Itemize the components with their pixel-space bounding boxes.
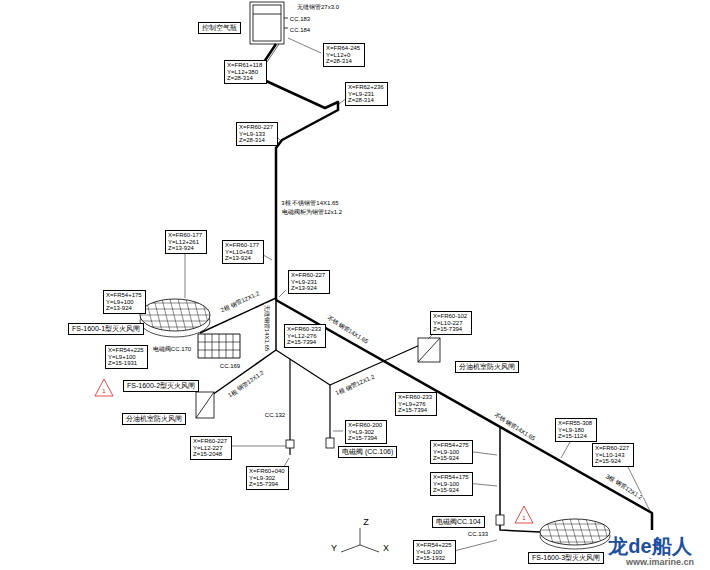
coordinate-callout: X=FR54+225 Y=L9+100 Z=15-1931	[105, 345, 148, 369]
coordinate-callout: X=FR60-200 Y=L9-302 Z=15-7394	[345, 420, 387, 444]
valve-tag: 电磁阀CC.170	[152, 346, 192, 352]
coordinate-callout: X=FR60-227 Y=L12-227 Z=15-2048	[190, 436, 232, 460]
fire-damper	[198, 334, 240, 358]
revision-triangle	[95, 379, 533, 523]
pipe-spec: 2根 钢管12X1.2	[219, 290, 262, 314]
pipe-run	[200, 44, 652, 532]
pipe-spec: 无缝钢管27x3.0	[296, 4, 340, 10]
equipment-label: 电磁阀CC.104	[432, 516, 485, 528]
coordinate-text: X=FR60-200 Y=L9-302 Z=15-7394	[348, 422, 384, 442]
coordinate-callout: X=FR60-233 Y=L9+276 Z=15-7394	[395, 392, 437, 416]
coordinate-callout: X=FR54+275 Y=L9-100 Z=15-924	[430, 440, 473, 464]
equipment-name: FS-1600-1型灭火风闸	[72, 325, 140, 333]
coordinate-callout: X=FR60-227 Y=L9-133 Z=28-314	[236, 122, 278, 146]
axis-label: X	[382, 544, 390, 553]
coordinate-text: X=FR60-102 Y=L10-227 Z=15-7394	[433, 313, 469, 333]
revision-number: 1	[521, 515, 526, 521]
equipment-label: 控制空气瓶	[198, 22, 241, 34]
coordinate-text: X=FR60-177 Y=L10+63 Z=13-924	[225, 242, 261, 262]
valve-tag: CC.183	[289, 16, 311, 22]
equipment-name: FS-1600-2型灭火风闸	[127, 382, 195, 390]
coordinate-text: X=FR54+175 Y=L9+100 Z=13-924	[106, 292, 143, 312]
pipe-spec: 3根 不锈钢管14X1.65	[280, 200, 339, 206]
coordinate-callout: X=FR55-308 Y=L9-180 Z=15-1124	[555, 418, 597, 442]
coordinate-callout: X=FR61+118 Y=L12+380 Z=28-314	[224, 60, 267, 84]
valve-symbol	[286, 438, 504, 525]
coordinate-text: X=FR60-233 Y=L12-276 Z=15-7394	[287, 326, 323, 346]
equipment-label: FS-1600-2型灭火风闸	[123, 380, 199, 392]
coordinate-text: X=FR60-227 Y=L9-133 Z=28-314	[239, 124, 275, 144]
valve-tag: CC.184	[289, 27, 311, 33]
coordinate-callout: X=FR60-177 Y=L10+63 Z=13-924	[222, 240, 264, 264]
fire-damper	[140, 295, 211, 337]
coordinate-callout: X=FR60+040 Y=L9-302 Z=15-7394	[246, 466, 289, 490]
coordinate-callout: X=FR60-233 Y=L12-276 Z=15-7394	[284, 324, 326, 348]
axis-label: Z	[362, 518, 370, 527]
coordinate-text: X=FR54+225 Y=L9-100 Z=15-1932	[416, 542, 453, 562]
equipment-label: FS-1600-1型灭火风闸	[68, 323, 144, 335]
fire-damper	[540, 515, 611, 550]
equipment-label: 分油机室防火风闸	[455, 361, 519, 373]
equipment-name: 分油机室防火风闸	[459, 363, 515, 371]
equipment-name: 分油机室防火风闸	[126, 415, 182, 423]
coordinate-callout: X=FR60-227 Y=L9-231 Z=13-924	[288, 270, 330, 294]
coordinate-callout: X=FR54+175 Y=L9-100 Z=15-924	[430, 472, 473, 496]
leader-line	[139, 38, 650, 552]
equipment-label: 电磁阀 (CC.106)	[338, 446, 397, 458]
coordinate-text: X=FR62+236 Y=L9-231 Z=28-314	[348, 84, 385, 104]
coordinate-text: X=FR60-227 Y=L10-143 Z=15-924	[595, 445, 631, 465]
valve-tag: CC.169	[219, 363, 241, 369]
pipe-spec: 1根 钢管12X1.2	[334, 373, 377, 397]
axis-label: Y	[330, 544, 338, 553]
coordinate-callout: X=FR54+225 Y=L9-100 Z=15-1932	[413, 540, 456, 564]
coordinate-callout: X=FR60-177 Y=L12+261 Z=13-924	[165, 230, 207, 254]
coordinate-text: X=FR54+275 Y=L9-100 Z=15-924	[433, 442, 470, 462]
coordinate-text: X=FR60+040 Y=L9-302 Z=15-7394	[249, 468, 286, 488]
oil-separator-damper	[196, 338, 440, 418]
revision-number: 1	[101, 388, 106, 394]
coordinate-text: X=FR60-227 Y=L12-227 Z=15-2048	[193, 438, 229, 458]
axis-symbol	[341, 528, 379, 552]
coordinate-text: X=FR64-245 Y=L12+0 Z=28-314	[326, 45, 362, 65]
pipe-spec: 无缝钢管14X1.65	[264, 304, 270, 352]
coordinate-callout: X=FR62+236 Y=L9-231 Z=28-314	[345, 82, 388, 106]
equipment-name: 电磁阀CC.104	[436, 518, 481, 526]
equipment-name: FS-1600-3型灭火风闸	[532, 554, 600, 562]
equipment-label: 分油机室防火风闸	[122, 413, 186, 425]
watermark: www.imarine.cn	[625, 558, 695, 567]
coordinate-callout: X=FR60-102 Y=L10-227 Z=15-7394	[430, 311, 472, 335]
coordinate-callout: X=FR54+175 Y=L9+100 Z=13-924	[103, 290, 146, 314]
pipe-spec: 1根 钢管12X1.2	[226, 369, 266, 399]
air-bottle-cabinet	[250, 2, 288, 44]
valve-tag: CC.133	[467, 531, 489, 537]
equipment-name: 电磁阀 (CC.106)	[342, 448, 393, 456]
coordinate-text: X=FR60-233 Y=L9+276 Z=15-7394	[398, 394, 434, 414]
coordinate-text: X=FR54+175 Y=L9-100 Z=15-924	[433, 474, 470, 494]
coordinate-text: X=FR55-308 Y=L9-180 Z=15-1124	[558, 420, 594, 440]
coordinate-text: X=FR54+225 Y=L9+100 Z=15-1931	[108, 347, 145, 367]
coordinate-callout: X=FR60-227 Y=L10-143 Z=15-924	[592, 443, 634, 467]
coordinate-callout: X=FR64-245 Y=L12+0 Z=28-314	[323, 43, 365, 67]
valve-tag: CC.132	[264, 412, 286, 418]
equipment-label: FS-1600-3型灭火风闸	[528, 552, 604, 564]
coordinate-text: X=FR60-177 Y=L12+261 Z=13-924	[168, 232, 204, 252]
coordinate-text: X=FR61+118 Y=L12+380 Z=28-314	[227, 62, 264, 82]
watermark: 龙de船人	[607, 536, 692, 557]
equipment-name: 控制空气瓶	[202, 24, 237, 32]
pipe-spec: 电磁阀柜为钢管12x1.2	[281, 209, 343, 215]
coordinate-text: X=FR60-227 Y=L9-231 Z=13-924	[291, 272, 327, 292]
